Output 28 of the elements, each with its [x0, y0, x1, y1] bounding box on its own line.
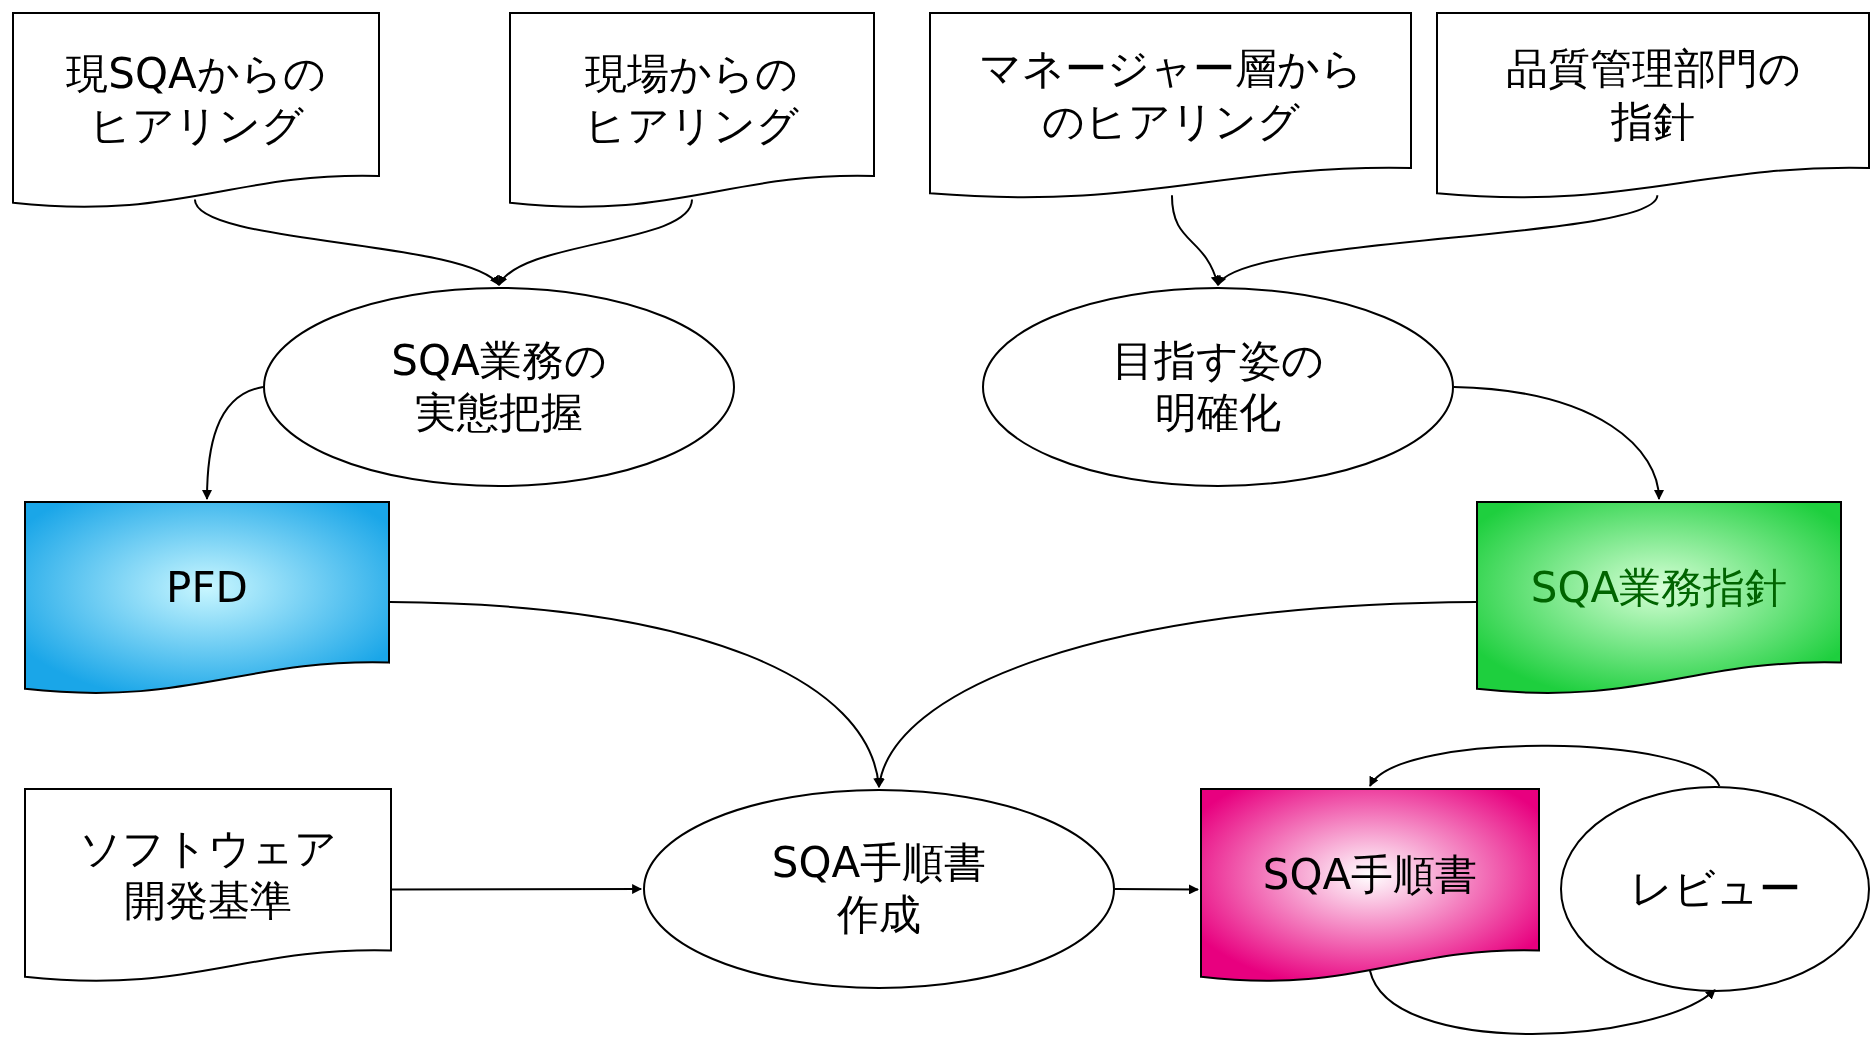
node-text: SQA手順書作成 [770, 836, 988, 941]
arrow [1369, 969, 1716, 1035]
arrow [193, 198, 500, 286]
node-text: マネージャー層からのヒアリング [977, 43, 1364, 148]
node-text: 目指す姿の明確化 [1111, 334, 1325, 439]
arrow [1170, 194, 1220, 286]
arrow [389, 601, 882, 788]
node-text: 現SQAからのヒアリング [65, 47, 327, 153]
node-text: SQA手順書 [1261, 849, 1479, 902]
arrow [498, 198, 693, 286]
node-text: SQA業務指針 [1529, 561, 1789, 614]
arrow [202, 386, 264, 500]
arrow [1114, 884, 1199, 895]
arrow [391, 884, 643, 894]
process-ellipse [982, 287, 1454, 487]
node-text: PFD [165, 561, 249, 614]
node-text: 品質管理部門の指針 [1504, 43, 1802, 148]
process-ellipse [263, 287, 735, 487]
process-ellipse [1560, 786, 1870, 992]
node-text: レビュー [1628, 862, 1802, 915]
arrow [1369, 744, 1721, 787]
node-text: 現場からのヒアリング [583, 47, 801, 153]
node-text: SQA業務の実態把握 [390, 334, 608, 439]
arrow [1453, 386, 1664, 500]
arrow [1217, 194, 1659, 286]
node-text: ソフトウェア開発基準 [78, 822, 338, 928]
arrow [876, 601, 1477, 788]
process-ellipse [643, 789, 1115, 989]
